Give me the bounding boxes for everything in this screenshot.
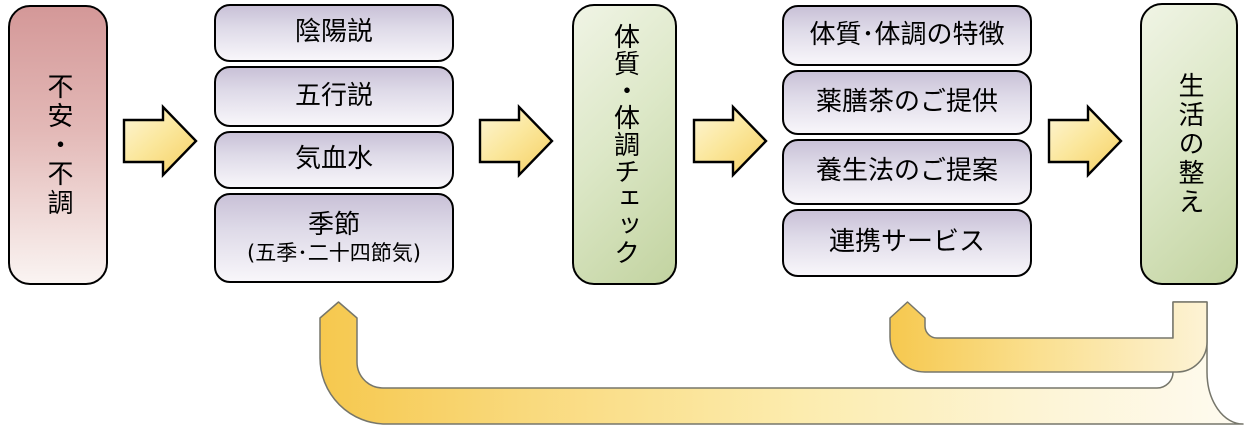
theory-node-1-label: 陰陽説: [294, 17, 373, 48]
outcome-node: 生活の整え: [1140, 3, 1238, 285]
theory-node-2: 五行説: [214, 66, 454, 127]
start-node-label: 不安・不調: [43, 72, 73, 218]
service-node-3: 養生法のご提案: [782, 139, 1032, 205]
theory-node-4-sub-label: (五季･二十四節気): [247, 240, 421, 265]
service-node-2-label: 薬膳茶のご提供: [815, 86, 998, 117]
flow-arrow-2: [478, 104, 554, 178]
theory-node-3: 気血水: [214, 131, 454, 189]
flow-arrow-1: [122, 104, 198, 178]
theory-node-2-label: 五行説: [294, 80, 373, 111]
flow-arrow-3: [692, 104, 768, 178]
theory-node-4-label: 季節: [307, 209, 360, 240]
theory-node-1: 陰陽説: [214, 4, 454, 62]
service-node-4: 連携サービス: [782, 209, 1032, 277]
service-node-2: 薬膳茶のご提供: [782, 70, 1032, 135]
check-node: 体質・体調チェック: [572, 4, 677, 285]
flow-arrow-4: [1047, 104, 1123, 178]
theory-node-3-label: 気血水: [294, 144, 373, 175]
service-node-1-label: 体質･体調の特徴: [809, 19, 1005, 50]
service-node-4-label: 連携サービス: [828, 227, 985, 258]
start-node: 不安・不調: [8, 5, 108, 285]
service-node-3-label: 養生法のご提案: [815, 156, 998, 187]
service-node-1: 体質･体調の特徴: [782, 5, 1032, 66]
outcome-node-label: 生活の整え: [1174, 71, 1204, 217]
feedback-arrow-theories: [319, 301, 1244, 425]
check-node-label: 体質・体調チェック: [609, 23, 640, 266]
theory-node-4: 季節 (五季･二十四節気): [214, 193, 454, 283]
feedback-arrow-services: [889, 301, 1208, 373]
